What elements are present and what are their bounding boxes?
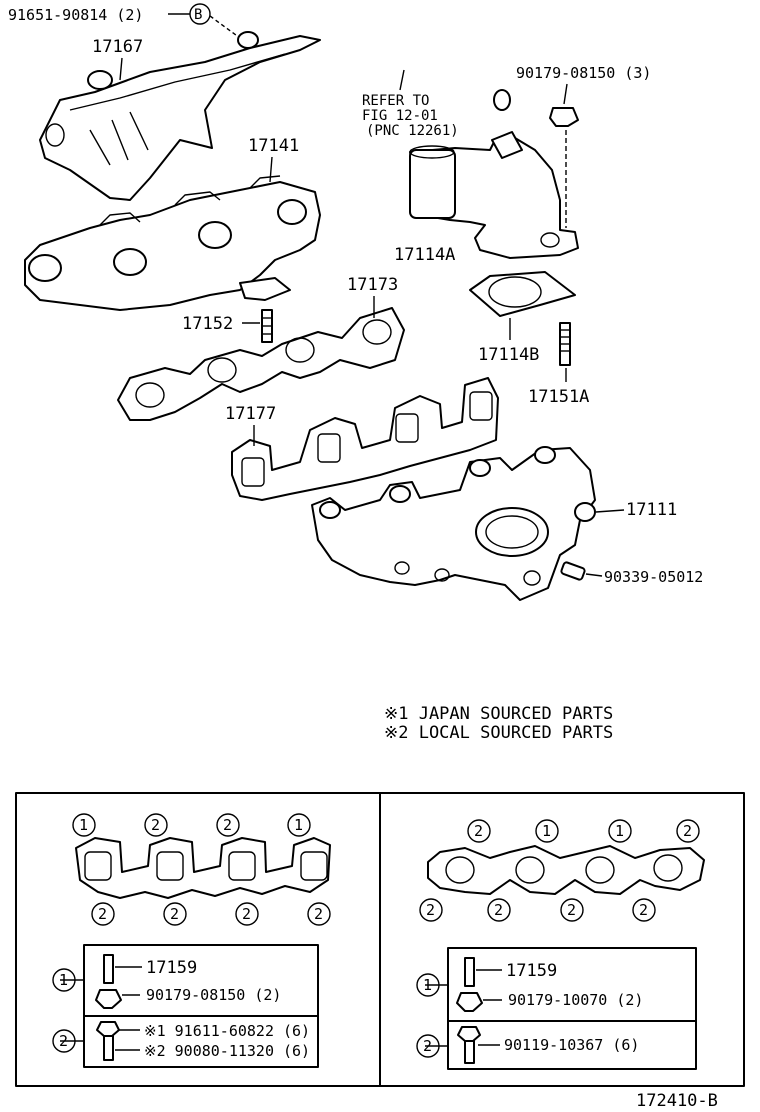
callout-plug: 90339-05012 xyxy=(604,568,703,586)
plug-90339-05012 xyxy=(560,561,586,581)
left-row1-mark: 1 xyxy=(59,971,68,989)
water-outlet-17114a xyxy=(409,131,579,259)
note-japan: ※1 JAPAN SOURCED PARTS xyxy=(384,704,613,724)
exhaust-manifold-17141 xyxy=(24,175,321,311)
left-top-mark-1: 1 xyxy=(79,816,88,834)
left-bolt-b-label: ※2 90080-11320 (6) xyxy=(144,1042,310,1060)
right-nut xyxy=(456,992,483,1012)
note-local: ※2 LOCAL SOURCED PARTS xyxy=(384,723,613,743)
right-top-mark-4: 2 xyxy=(683,822,692,840)
callout-nut-top: 90179-08150 (3) xyxy=(516,64,651,82)
right-bolt-label: 90119-10367 (6) xyxy=(504,1036,639,1054)
callout-17114b: 17114B xyxy=(478,345,539,365)
left-bottom-mark-1: 2 xyxy=(98,905,107,923)
left-top-mark-4: 1 xyxy=(294,816,303,834)
left-stud-17159 xyxy=(103,954,114,984)
left-top-mark-2: 2 xyxy=(151,816,160,834)
callout-17167: 17167 xyxy=(92,37,143,57)
right-bolt xyxy=(457,1026,481,1042)
callout-17111: 17111 xyxy=(626,500,677,520)
nut-90179-08150 xyxy=(549,107,579,127)
gasket-17114b xyxy=(469,271,576,317)
right-bottom-mark-4: 2 xyxy=(639,901,648,919)
left-bottom-mark-4: 2 xyxy=(314,905,323,923)
refer-line-3: (PNC 12261) xyxy=(366,123,459,139)
callout-17114a: 17114A xyxy=(394,245,455,265)
callout-17177: 17177 xyxy=(225,404,276,424)
refer-line-2: FIG 12-01 xyxy=(362,108,438,124)
left-bolt xyxy=(96,1021,120,1037)
stud-17152 xyxy=(261,309,273,343)
left-bolt-a-label: ※1 91611-60822 (6) xyxy=(144,1022,310,1040)
left-top-mark-3: 2 xyxy=(223,816,232,834)
right-stud-label: 17159 xyxy=(506,961,557,981)
gasket-17173 xyxy=(117,307,405,421)
left-bottom-mark-2: 2 xyxy=(170,905,179,923)
left-nut xyxy=(95,989,122,1009)
refer-line-1: REFER TO xyxy=(362,93,429,109)
intake-manifold-17111 xyxy=(311,446,596,601)
right-bottom-mark-2: 2 xyxy=(494,901,503,919)
gasket-17177 xyxy=(231,377,499,501)
right-bottom-mark-3: 2 xyxy=(567,901,576,919)
right-bottom-mark-1: 2 xyxy=(426,901,435,919)
left-fastener-table xyxy=(83,944,319,1068)
right-top-mark-3: 1 xyxy=(615,822,624,840)
callout-17151a: 17151A xyxy=(528,387,589,407)
right-nut-label: 90179-10070 (2) xyxy=(508,991,643,1009)
right-fastener-table xyxy=(447,947,697,1070)
right-row1-mark: 1 xyxy=(423,976,432,994)
circle-b-marker xyxy=(189,3,211,25)
callout-17141: 17141 xyxy=(248,136,299,156)
right-top-mark-1: 2 xyxy=(474,822,483,840)
callout-17152: 17152 xyxy=(182,314,233,334)
stud-17151a xyxy=(559,322,571,366)
callout-bolt-top: 91651-90814 (2) xyxy=(8,6,143,24)
right-panel-gasket xyxy=(427,845,705,895)
right-top-mark-2: 1 xyxy=(542,822,551,840)
left-panel-gasket xyxy=(75,837,331,899)
callout-17173: 17173 xyxy=(347,275,398,295)
heat-shield-17167 xyxy=(39,31,321,201)
left-stud-label: 17159 xyxy=(146,958,197,978)
left-bottom-mark-3: 2 xyxy=(242,905,251,923)
circle-b-label: B xyxy=(194,7,202,23)
figure-id: 172410-B xyxy=(636,1091,718,1111)
right-stud-17159 xyxy=(464,957,475,987)
right-row2-mark: 2 xyxy=(423,1037,432,1055)
left-row2-mark: 2 xyxy=(59,1032,68,1050)
left-nut-label: 90179-08150 (2) xyxy=(146,986,281,1004)
